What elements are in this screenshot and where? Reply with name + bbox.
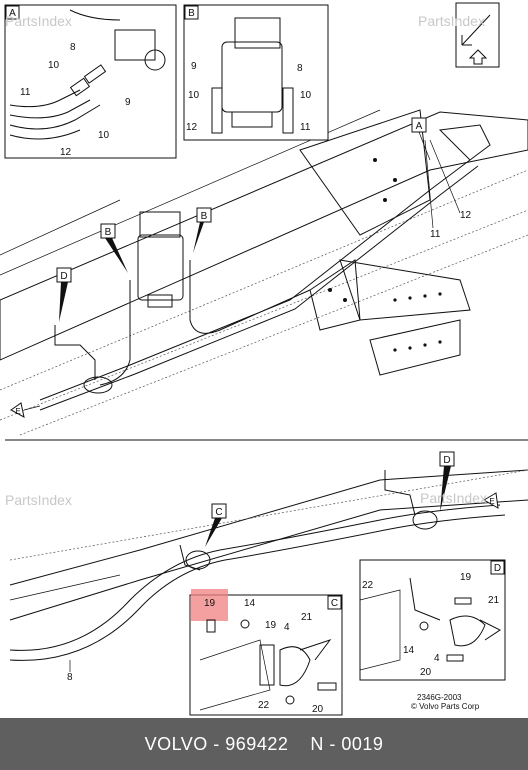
parts-diagram: A B B D E 11 12 A [0, 2, 528, 716]
flag-b-top-left: B [100, 223, 128, 273]
detail-box-b: B 8 9 10 10 11 12 [183, 4, 329, 141]
orientation-icon [455, 2, 500, 68]
svg-text:12: 12 [186, 122, 198, 133]
svg-text:8: 8 [70, 42, 76, 53]
footer-separator-1: - [207, 733, 226, 754]
flag-d-top: D [56, 267, 72, 322]
flag-e-bottom: E [483, 492, 499, 509]
svg-text:21: 21 [301, 612, 313, 623]
svg-text:A: A [416, 121, 423, 132]
svg-text:B: B [188, 8, 195, 19]
footer-part-number: 969422 [225, 733, 289, 754]
svg-text:10: 10 [188, 90, 200, 101]
svg-text:12: 12 [60, 147, 72, 158]
svg-text:D: D [60, 271, 67, 282]
svg-text:21: 21 [488, 595, 500, 606]
svg-text:10: 10 [300, 90, 312, 101]
svg-text:B: B [201, 211, 208, 222]
callout-12-top: 12 [460, 210, 472, 221]
footer-brand: VOLVO [144, 733, 208, 754]
flag-e-top: E [10, 402, 41, 418]
flag-b-top-right: B [193, 207, 212, 253]
detail-box-c: C 19 14 19 4 21 22 20 [189, 589, 343, 716]
svg-text:22: 22 [362, 580, 374, 591]
svg-text:B: B [105, 227, 112, 238]
drawing-number: 2346G-2003 [417, 693, 462, 702]
bottom-main-view: C D E 8 [9, 451, 528, 683]
svg-text:22: 22 [258, 700, 270, 711]
footer-gap [288, 734, 310, 755]
watermark-top-left: PartsIndex [5, 13, 72, 29]
watermark-mid-right: PartsIndex [420, 490, 487, 506]
detail-box-a: A 8 9 10 10 11 12 [4, 4, 177, 159]
svg-text:8: 8 [297, 63, 303, 74]
svg-text:20: 20 [420, 667, 432, 678]
svg-text:E: E [15, 407, 20, 416]
svg-text:E: E [489, 497, 494, 506]
svg-text:19: 19 [460, 572, 472, 583]
svg-text:9: 9 [125, 97, 131, 108]
top-main-view: A B B D E 11 12 [0, 109, 528, 436]
svg-text:14: 14 [244, 598, 256, 609]
svg-text:10: 10 [48, 60, 60, 71]
svg-text:20: 20 [312, 704, 324, 715]
detail-box-d: D 22 19 21 14 4 20 [359, 559, 506, 681]
svg-text:11: 11 [20, 87, 31, 98]
svg-text:D: D [443, 455, 450, 466]
callout-11-top: 11 [430, 229, 441, 240]
flag-a-top: A [411, 117, 431, 161]
svg-text:10: 10 [98, 130, 110, 141]
watermark-mid-left: PartsIndex [5, 492, 72, 508]
svg-text:4: 4 [284, 622, 290, 633]
callout-19-highlighted: 19 [204, 598, 216, 609]
footer-position: N - 0019 [310, 733, 384, 754]
svg-text:9: 9 [191, 61, 197, 72]
svg-text:C: C [331, 598, 338, 609]
flag-c-bottom: C [205, 503, 227, 547]
callout-8-bottom: 8 [67, 672, 73, 683]
svg-text:A: A [9, 8, 16, 19]
flag-d-bottom: D [439, 451, 455, 512]
footer-bar: VOLVO - 969422 N - 0019 [0, 718, 528, 770]
svg-text:14: 14 [403, 645, 415, 656]
highlight-part-19 [191, 589, 228, 621]
svg-text:11: 11 [300, 122, 311, 133]
svg-text:19: 19 [265, 620, 277, 631]
svg-text:D: D [494, 563, 501, 574]
svg-text:4: 4 [434, 653, 440, 664]
watermark-top-right: PartsIndex [418, 13, 485, 29]
svg-text:C: C [215, 507, 222, 518]
copyright: © Volvo Parts Corp [411, 702, 480, 711]
